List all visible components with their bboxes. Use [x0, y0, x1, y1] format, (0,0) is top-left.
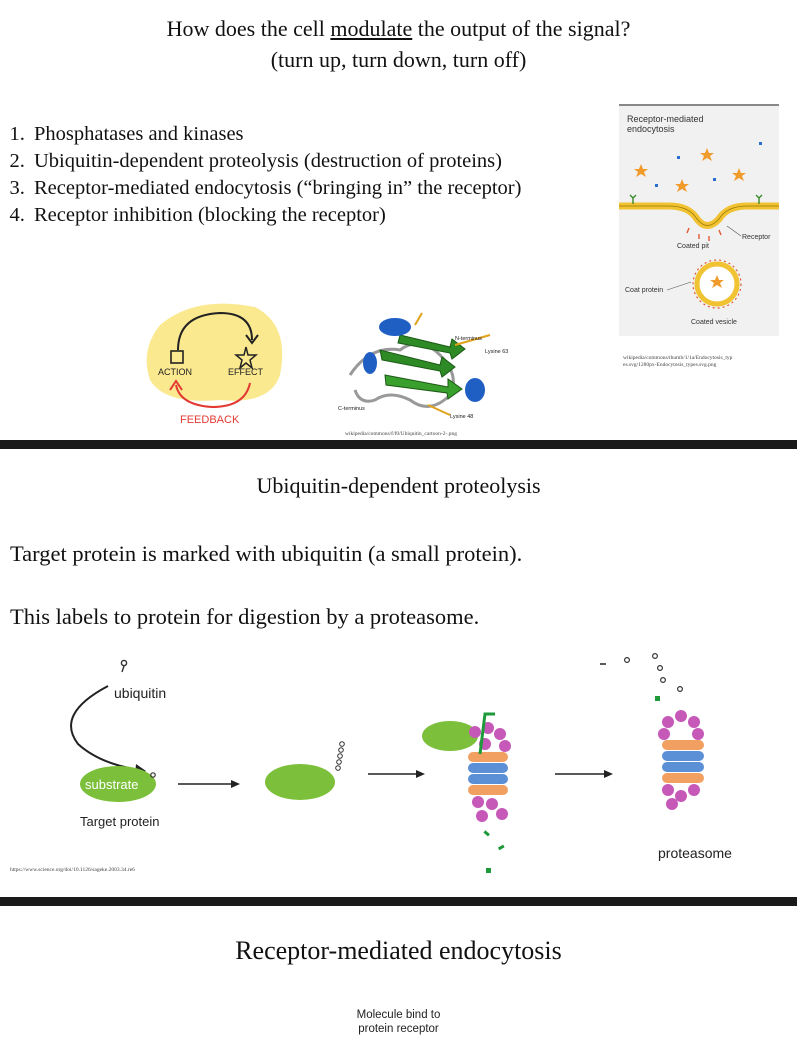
plasma-membrane	[619, 202, 779, 229]
slide-endocytosis: Receptor-mediated endocytosis Molecule b…	[0, 906, 797, 1040]
yellow-highlight	[146, 303, 283, 401]
endocytosis-credit-line1: wikipedia/commons/thumb/1/1a/Endocytosis…	[623, 355, 733, 361]
coat-protein-pointer	[666, 281, 692, 291]
caption-line: Molecule bind to	[356, 1009, 441, 1021]
tagging-arrow	[70, 685, 141, 771]
tagged-substrate	[265, 764, 335, 800]
side-chain	[454, 334, 491, 346]
substrate-protein	[80, 766, 156, 802]
other-molecules	[655, 142, 762, 187]
coated-vesicle-label: Coated vesicle	[691, 319, 737, 326]
ubiquitin-credit: wikipedia/commons/f/f0/Ubiquitin_cartoon…	[345, 431, 457, 437]
ligand-markers	[634, 148, 746, 192]
chain-recycling-arrow	[478, 712, 495, 755]
released-ubiquitin-icons	[623, 653, 683, 692]
list-item: Phosphatases and kinases	[30, 121, 630, 148]
receptor-pointer	[726, 225, 742, 237]
side-chain	[427, 404, 451, 416]
endocytosis-drawing: Coated pit Receptor Coat protein Coated …	[619, 142, 779, 326]
slide-title: Ubiquitin-dependent proteolysis	[256, 473, 541, 498]
feedback-arrow	[175, 382, 251, 409]
effect-star-icon	[233, 346, 259, 371]
list-item: Receptor-mediated endocytosis (“bringing…	[30, 175, 630, 202]
slide-title: Receptor-mediated endocytosis	[235, 936, 562, 965]
feedback-label: FEEDBACK	[180, 414, 240, 426]
diagram-credit: https://www.science.org/doi/10.1126/sage…	[10, 867, 135, 873]
proteasome-free	[658, 710, 704, 810]
feedback-sketch: ACTION EFFECT FEEDBACK	[146, 303, 283, 426]
alpha-helix	[465, 378, 485, 402]
side-chain	[414, 312, 423, 326]
action-box-icon	[170, 350, 184, 364]
title-text-post: the output of the signal?	[412, 16, 631, 41]
ubiquitin-structure-figure: N-terminus Lysine 63 C-terminus Lysine 4…	[338, 312, 508, 420]
step-arrow-head	[416, 770, 425, 778]
proteasome-cap	[472, 796, 508, 822]
alpha-helix	[379, 318, 411, 336]
proteasome-engaged	[422, 712, 511, 873]
endocytosis-figure: Receptor-mediated endocytosis Coated pit…	[619, 104, 779, 336]
lysine63-label: Lysine 63	[485, 349, 508, 355]
beta-sheet	[397, 334, 466, 360]
polyubiquitin-chain	[335, 741, 345, 771]
body-line: This labels to protein for digestion by …	[10, 604, 480, 629]
coated-pit-label: Coated pit	[677, 243, 709, 250]
proteasome-label: proteasome	[658, 845, 732, 861]
slide-subtitle: (turn up, turn down, turn off)	[270, 47, 527, 72]
proteolysis-diagram: ubiquitin substrate Target protein	[10, 653, 732, 873]
receptor-label: Receptor	[742, 234, 771, 241]
endocytosis-credit-line2: es.svg/1280px-Endocytosis_types.svg.png	[623, 362, 717, 368]
proteasome-cap	[469, 722, 511, 752]
receptor-icon	[629, 194, 637, 204]
n-terminus-label: N-terminus	[455, 336, 482, 342]
effect-label: EFFECT	[228, 367, 264, 377]
step-arrow-head	[231, 780, 240, 788]
attached-ubiquitin-icon	[150, 772, 156, 778]
beta-sheet	[379, 349, 456, 378]
list-item: Receptor inhibition (blocking the recept…	[30, 202, 630, 229]
ubiquitin-icon	[120, 659, 128, 673]
slide-modulation: How does the cell modulate the output of…	[0, 0, 797, 440]
c-terminus-label: C-terminus	[338, 406, 365, 412]
step-arrow-head	[604, 770, 613, 778]
alpha-helix	[363, 352, 377, 374]
backbone-coil	[348, 342, 455, 408]
coat-protein-label: Coat protein	[625, 287, 663, 294]
slide-divider	[0, 897, 797, 906]
figure-title: Receptor-mediated endocytosis	[627, 114, 704, 134]
fragment	[655, 696, 660, 701]
vesicle-coat-ring	[692, 259, 742, 309]
coat-protein-marks	[686, 227, 722, 241]
ubiquitin-label: ubiquitin	[114, 685, 166, 701]
caption-line: protein receptor	[358, 1023, 439, 1035]
substrate-label: substrate	[85, 777, 138, 792]
slide-title: How does the cell modulate the output of…	[0, 14, 797, 44]
arrow-head-top	[245, 334, 259, 345]
title-text-pre: How does the cell	[166, 16, 331, 41]
membrane-edge	[619, 205, 779, 226]
list-item: Ubiquitin-dependent proteolysis (destruc…	[30, 148, 630, 175]
lysine48-label: Lysine 48	[450, 414, 473, 420]
title-text-underlined: modulate	[330, 16, 413, 41]
peptide-fragments	[483, 830, 505, 873]
arrow-head-feedback	[169, 379, 183, 391]
modulation-list: Phosphatases and kinases Ubiquitin-depen…	[0, 121, 630, 229]
proteasome-core	[468, 752, 508, 795]
vesicle-cargo	[710, 275, 724, 288]
beta-sheet	[384, 374, 463, 400]
body-line: Target protein is marked with ubiquitin …	[10, 541, 523, 566]
loop-arrow-top	[177, 311, 253, 351]
action-label: ACTION	[158, 367, 192, 377]
slide-divider	[0, 440, 797, 449]
receptor-icon	[755, 194, 763, 204]
slide-ubiquitin-proteolysis: Ubiquitin-dependent proteolysis Target p…	[0, 449, 797, 897]
target-protein-label: Target protein	[80, 814, 160, 829]
substrate-entering	[422, 721, 478, 751]
